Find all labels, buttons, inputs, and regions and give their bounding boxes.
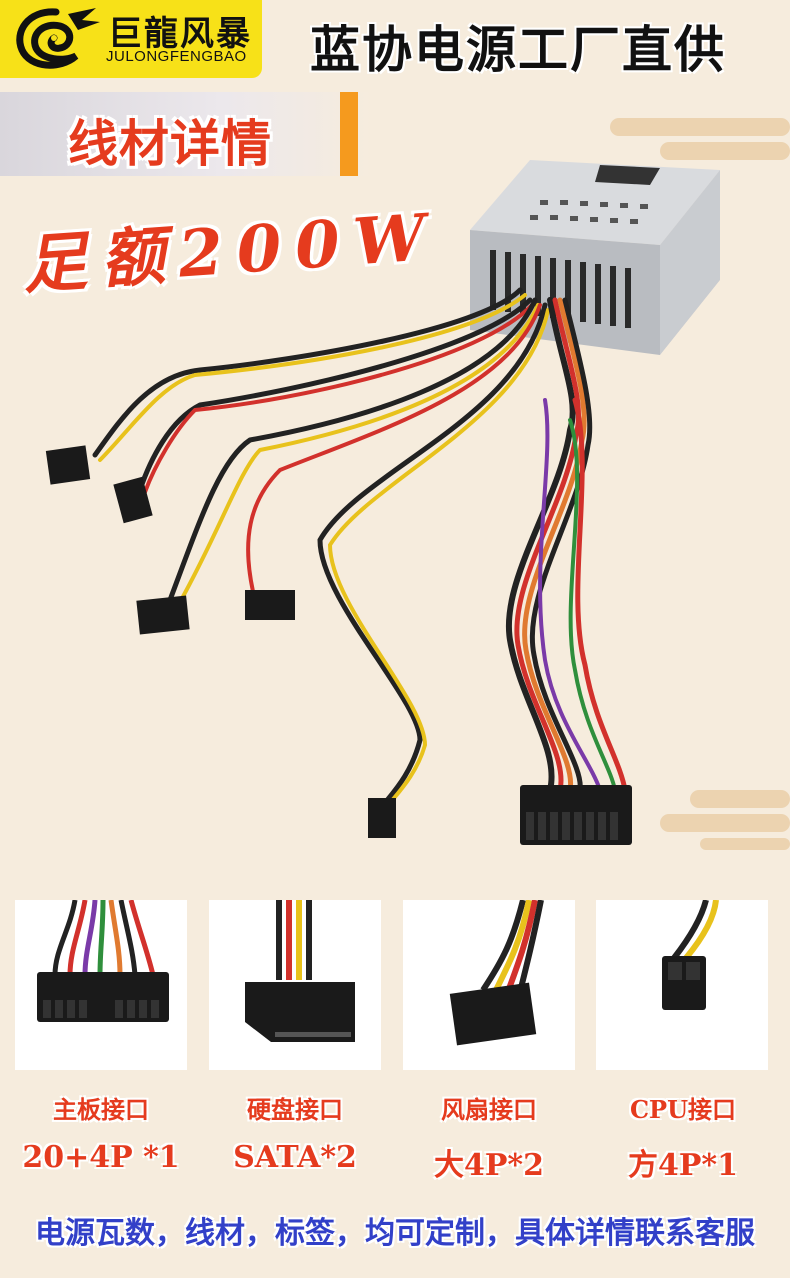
motherboard-connector-icon bbox=[37, 900, 169, 1022]
sata-connector bbox=[245, 590, 295, 620]
connector-thumb-molex bbox=[403, 900, 575, 1070]
decorative-cloud bbox=[660, 814, 790, 832]
power-supply-product-image bbox=[45, 160, 720, 845]
cable-bundle bbox=[92, 287, 628, 813]
page-title: 蓝协电源工厂直供 bbox=[310, 21, 726, 79]
molex-connector bbox=[45, 445, 91, 485]
connector-spec-molex: 大4P*2 bbox=[434, 1148, 544, 1183]
cpu-connector bbox=[368, 798, 396, 838]
connector-name-sata: 硬盘接口 bbox=[247, 1095, 343, 1124]
molex-connector bbox=[136, 595, 190, 635]
motherboard-connector bbox=[520, 785, 632, 845]
brand-name-en: JULONGFENGBAO bbox=[106, 48, 247, 65]
section-title: 线材详情 bbox=[68, 115, 272, 173]
molex-connector-icon bbox=[449, 900, 544, 1046]
customization-note: 电源瓦数，线材，标签，均可定制，具体详情联系客服 bbox=[35, 1216, 755, 1251]
banner-accent-bar bbox=[340, 92, 358, 176]
connector-spec-cpu: 方4P*1 bbox=[628, 1148, 738, 1183]
decorative-cloud bbox=[700, 838, 790, 850]
connector-name-molex: 风扇接口 bbox=[441, 1095, 537, 1124]
connector-thumb-cpu bbox=[596, 900, 768, 1070]
connector-name-cpu: CPU接口 bbox=[629, 1095, 737, 1124]
connector-thumb-sata bbox=[209, 900, 381, 1070]
brand-name-cn: 巨龍风暴 bbox=[108, 14, 252, 54]
dragon-logo-icon bbox=[16, 8, 100, 69]
sata-connector-icon bbox=[245, 900, 355, 1042]
decorative-cloud bbox=[690, 790, 790, 808]
cpu-connector-icon bbox=[662, 900, 719, 1010]
connector-spec-sata: SATA*2 bbox=[233, 1140, 357, 1175]
decorative-cloud bbox=[660, 142, 790, 160]
sata-connector bbox=[113, 476, 153, 524]
decorative-cloud bbox=[610, 118, 790, 136]
connector-spec-motherboard: 20+4P *1 bbox=[22, 1140, 180, 1175]
psu-unit bbox=[470, 160, 720, 355]
connector-thumb-motherboard bbox=[15, 900, 187, 1070]
connector-name-motherboard: 主板接口 bbox=[53, 1095, 149, 1124]
section-banner bbox=[0, 92, 372, 176]
